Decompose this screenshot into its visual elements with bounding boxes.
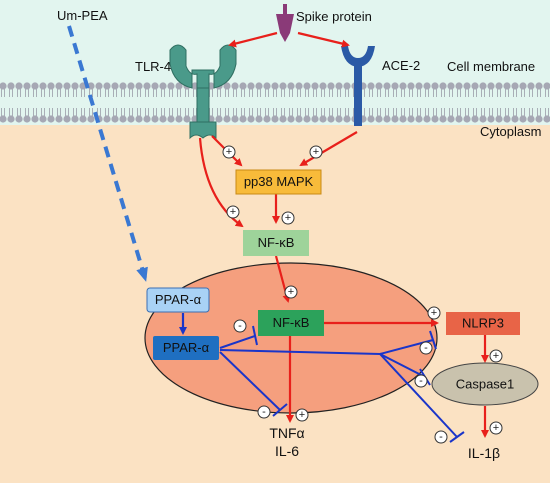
tnf-alpha-label: TNFα	[269, 425, 304, 441]
inhibition-sign: -	[419, 341, 433, 355]
svg-text:+: +	[285, 212, 291, 224]
activation-sign: +	[309, 145, 323, 159]
svg-text:+: +	[493, 422, 499, 434]
svg-text:+: +	[230, 206, 236, 218]
activation-sign: +	[489, 349, 503, 363]
inhibition-sign: -	[257, 405, 271, 419]
activation-sign: +	[295, 408, 309, 422]
pp38-mapk-box	[235, 169, 322, 195]
nfkb-cytoplasm-label: NF-κB	[258, 235, 295, 250]
arrow-ace2-to-mapk	[299, 131, 358, 167]
svg-text:-: -	[238, 320, 242, 332]
inhibition-sign: -	[434, 430, 448, 444]
svg-text:+: +	[226, 146, 232, 158]
cell-membrane-label: Cell membrane	[447, 59, 535, 74]
um-pea-label: Um-PEA	[57, 8, 108, 23]
ppar-nucleus-box	[153, 336, 219, 360]
activation-arrows	[198, 31, 489, 438]
nfkb-nucleus-label: NF-κB	[273, 315, 310, 330]
svg-text:+: +	[288, 286, 294, 298]
svg-text:-: -	[419, 375, 423, 387]
caspase1-label: Caspase1	[456, 376, 515, 391]
activation-sign: +	[281, 211, 295, 225]
caspase1-ellipse	[431, 362, 539, 406]
um-pea-arrow	[67, 25, 148, 282]
inhibit-il1b	[379, 353, 458, 438]
inhibition-lines	[219, 325, 465, 443]
activation-sign: +	[284, 285, 298, 299]
activation-sign: +	[427, 306, 441, 320]
inhibition-sign: -	[414, 374, 428, 388]
arrow-spike-to-ace2	[297, 31, 350, 48]
ppar-cytoplasm-label: PPAR-α	[155, 292, 202, 307]
nlrp3-label: NLRP3	[462, 315, 504, 330]
regulation-signs: + + + + + + + + + - - - - -	[222, 145, 503, 444]
pp38-mapk-label: pp38 MAPK	[244, 174, 314, 189]
inhibit-tnf	[219, 351, 281, 411]
inhibition-sign: -	[233, 319, 247, 333]
il1b-label: IL-1β	[468, 445, 500, 461]
svg-text:+: +	[299, 409, 305, 421]
svg-text:+: +	[313, 146, 319, 158]
nfkb-cytoplasm-box	[243, 230, 309, 256]
il6-label: IL-6	[275, 443, 299, 459]
ppar-cytoplasm-box	[146, 287, 210, 313]
extracellular-region	[0, 0, 550, 88]
cytoplasm-label: Cytoplasm	[480, 124, 541, 139]
svg-text:-: -	[262, 406, 266, 418]
activation-sign: +	[222, 145, 236, 159]
svg-text:+: +	[431, 307, 437, 319]
tlr4-label: TLR-4	[135, 59, 171, 74]
nlrp3-box	[446, 312, 520, 335]
svg-text:-: -	[424, 342, 428, 354]
activation-sign: +	[489, 421, 503, 435]
nfkb-nucleus-box	[258, 310, 324, 336]
arrow-tlr4-to-nfkb	[198, 137, 244, 228]
inhibit-caspase	[379, 353, 426, 378]
svg-text:+: +	[493, 350, 499, 362]
ppar-nucleus-label: PPAR-α	[163, 340, 210, 355]
activation-sign: +	[226, 205, 240, 219]
tlr4-receptor-icon	[169, 44, 237, 140]
ace2-receptor-icon	[341, 46, 375, 126]
inhibit-nfkb	[219, 335, 256, 349]
ace2-label: ACE-2	[382, 58, 420, 73]
cell-membrane-bilayer	[0, 82, 550, 123]
spike-protein-label: Spike protein	[296, 9, 372, 24]
arrow-spike-to-tlr4	[228, 31, 278, 48]
svg-text:-: -	[439, 431, 443, 443]
spike-protein-icon	[276, 4, 294, 42]
